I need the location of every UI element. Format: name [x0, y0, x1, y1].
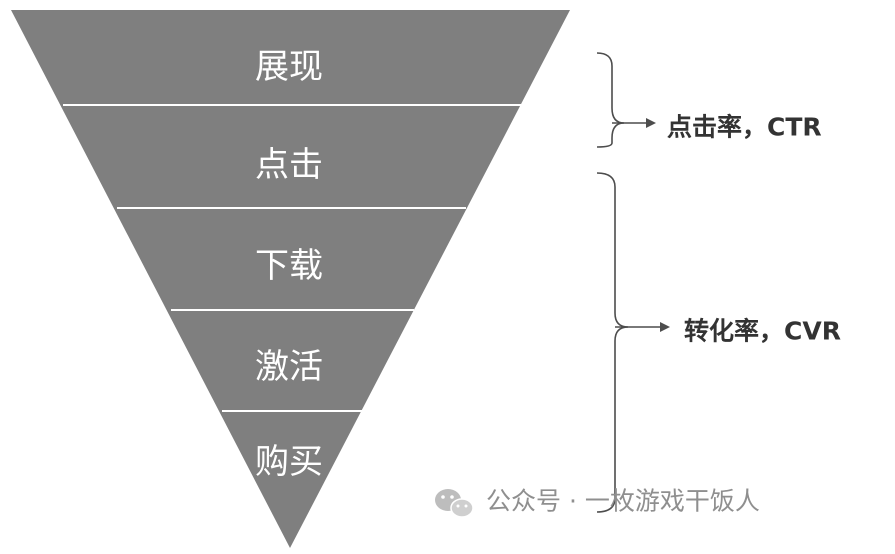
ctr-label: 点击率，CTR	[667, 113, 822, 142]
cvr-arrowhead	[660, 322, 670, 332]
cvr-label: 转化率，CVR	[684, 317, 841, 346]
stage-label-download: 下载	[255, 246, 323, 286]
watermark-text: 公众号 · 一枚游戏干饭人	[486, 487, 760, 516]
ctr-bracket	[596, 52, 625, 148]
ctr-arrowhead	[646, 118, 656, 128]
stage-label-activation: 激活	[255, 347, 323, 387]
stage-label-purchase: 购买	[255, 442, 323, 482]
cvr-bracket	[596, 172, 629, 513]
stage-label-impression: 展现	[255, 47, 323, 87]
funnel-shape	[11, 10, 570, 548]
wechat-icon	[435, 489, 474, 518]
stage-label-click: 点击	[255, 145, 323, 185]
